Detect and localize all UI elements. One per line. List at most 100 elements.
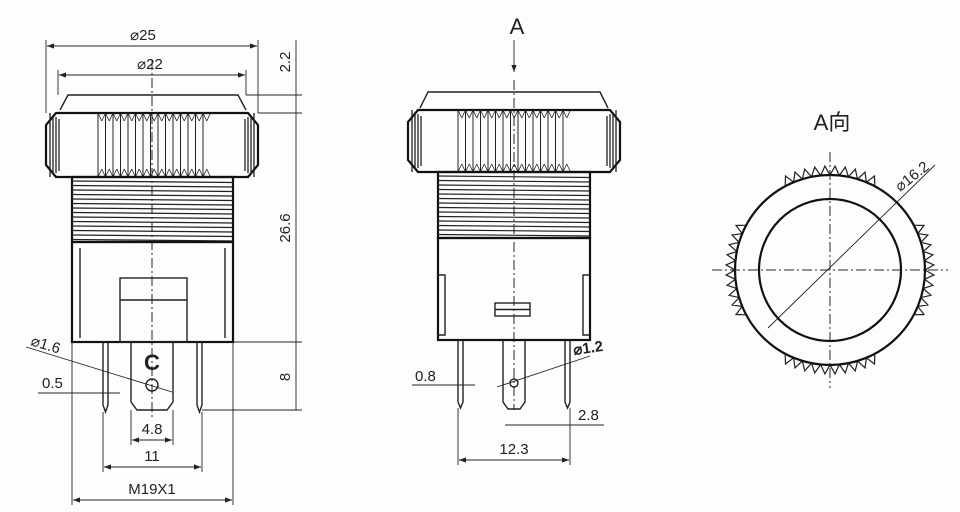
drawing-line xyxy=(472,163,478,173)
drawing-line xyxy=(437,206,591,210)
drawing-line xyxy=(71,193,234,197)
drawing-line xyxy=(165,168,170,178)
drawing-line xyxy=(123,168,129,178)
drawing-line xyxy=(71,207,234,211)
drawing-line xyxy=(150,168,155,178)
drawing-line xyxy=(161,168,166,178)
drawing-line xyxy=(480,163,485,173)
drawing-line xyxy=(202,112,208,122)
cap-top xyxy=(419,91,609,109)
drawing-line xyxy=(146,168,151,178)
drawing-line xyxy=(437,175,591,179)
drawing-line xyxy=(142,112,148,122)
drawing-line xyxy=(487,163,493,173)
drawing-line xyxy=(437,184,591,188)
drawing-line xyxy=(506,109,511,119)
drawing-line xyxy=(183,168,189,178)
drawing-line xyxy=(437,211,591,215)
drawing-line xyxy=(532,163,538,173)
drawing-line xyxy=(536,109,541,119)
drawing-line xyxy=(135,112,140,122)
drawing-line xyxy=(120,112,125,122)
dim-dia25: ⌀25 xyxy=(130,27,156,44)
drawing-line xyxy=(532,109,538,119)
drawing-line xyxy=(562,163,568,173)
drawing-line xyxy=(172,168,178,178)
drawing-line xyxy=(457,163,463,173)
drawing-line xyxy=(487,109,493,119)
view-arrow-label-a: A xyxy=(510,14,525,39)
extension-lines xyxy=(45,40,259,113)
drawing-line xyxy=(551,163,556,173)
pin-right xyxy=(564,340,571,410)
drawing-line xyxy=(168,168,174,178)
drawing-line xyxy=(180,168,185,178)
drawing-line xyxy=(437,202,591,206)
drawing-line xyxy=(502,163,508,173)
drawing-line xyxy=(71,225,234,229)
drawing-line xyxy=(138,112,144,122)
extension-lines-bottom xyxy=(71,342,234,505)
dim-12-3: 12.3 xyxy=(499,441,528,458)
dim-0-5: 0.5 xyxy=(42,375,63,392)
drawing-line xyxy=(97,168,103,178)
drawing-line xyxy=(191,168,196,178)
drawing-line xyxy=(521,163,526,173)
leader-dia16-2 xyxy=(767,164,936,329)
drawing-line xyxy=(198,112,204,122)
drawing-line xyxy=(187,112,193,122)
leader-dia12 xyxy=(496,355,591,388)
drawing-line xyxy=(135,168,140,178)
drawing-line xyxy=(138,168,144,178)
drawing-line xyxy=(176,168,181,178)
dim-2-8: 2.8 xyxy=(578,407,599,424)
drawing-line xyxy=(97,112,103,122)
drawing-line xyxy=(153,112,159,122)
drawing-line xyxy=(71,184,234,188)
drawing-line xyxy=(472,109,478,119)
dim-4-8: 4.8 xyxy=(142,421,163,438)
drawing-line xyxy=(71,220,234,224)
drawing-line xyxy=(540,163,545,173)
drawing-line xyxy=(525,109,530,119)
drawing-line xyxy=(476,163,481,173)
drawing-line xyxy=(513,163,519,173)
drawing-line xyxy=(142,168,148,178)
drawing-line xyxy=(105,112,110,122)
drawing-line xyxy=(517,109,523,119)
knurl-lines xyxy=(49,112,255,178)
drawing-line xyxy=(558,109,564,119)
drawing-line xyxy=(510,163,515,173)
right-view: A向 ⌀16.2 xyxy=(712,110,948,388)
pin-right xyxy=(196,342,203,415)
drawing-line xyxy=(71,180,234,184)
drawing-line xyxy=(180,112,185,122)
drawing-line xyxy=(483,109,489,119)
dim-m19x1: M19X1 xyxy=(128,481,176,498)
drawing-line xyxy=(131,112,136,122)
drawing-line xyxy=(465,109,470,119)
drawing-line xyxy=(483,163,489,173)
dim-26-6: 26.6 xyxy=(277,213,294,242)
drawing-line xyxy=(195,168,200,178)
drawing-line xyxy=(528,163,534,173)
drawing-line xyxy=(168,112,174,122)
drawing-line xyxy=(510,109,515,119)
drawing-line xyxy=(551,109,556,119)
drawing-line xyxy=(437,193,591,197)
drawing-line xyxy=(457,109,463,119)
drawing-line xyxy=(71,211,234,215)
pin-left xyxy=(102,342,109,415)
drawing-line xyxy=(101,112,106,122)
drawing-line xyxy=(116,112,121,122)
drawing-line xyxy=(476,109,481,119)
drawing-line xyxy=(161,112,166,122)
drawing-line xyxy=(528,109,534,119)
drawing-line xyxy=(543,109,549,119)
drawing-line xyxy=(547,163,553,173)
drawing-line xyxy=(206,168,211,178)
drawing-line xyxy=(437,220,591,224)
housing-clips xyxy=(438,274,590,336)
cap-top xyxy=(59,94,247,111)
